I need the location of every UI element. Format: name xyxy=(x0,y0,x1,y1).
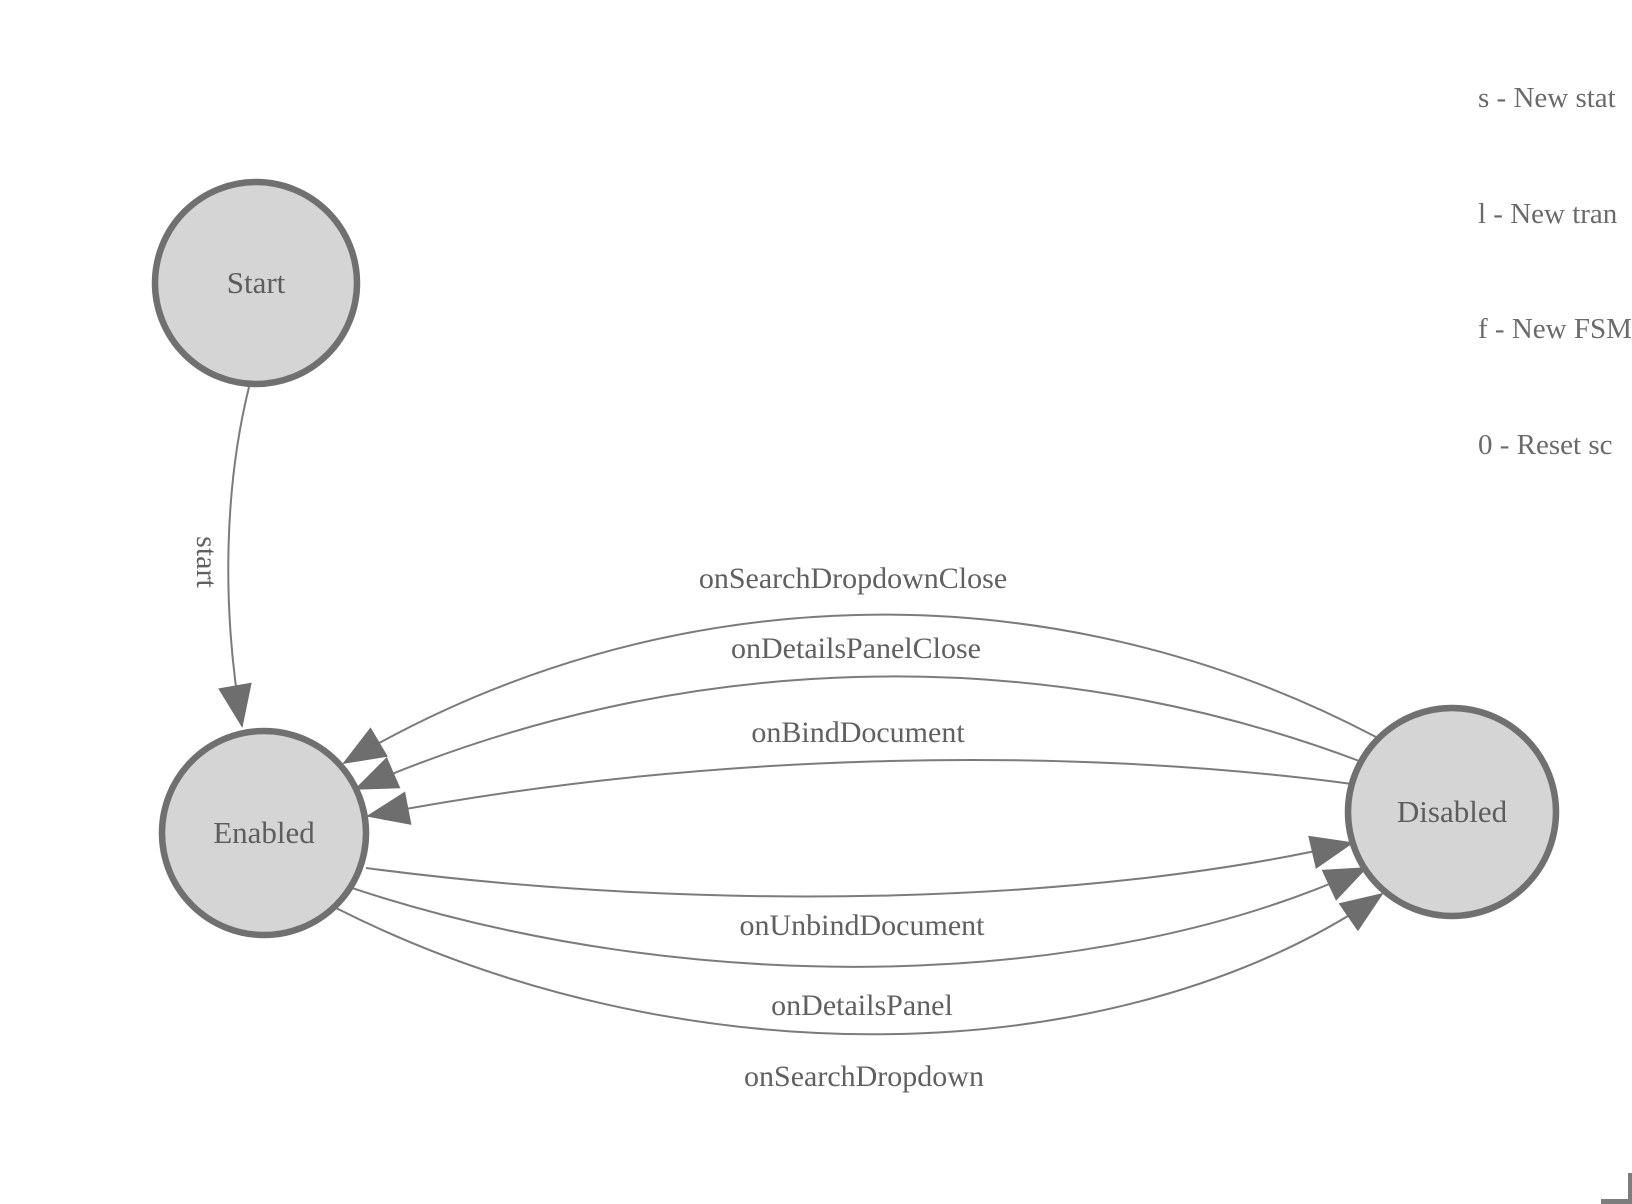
legend-line-new-state: s - New stat xyxy=(1478,82,1616,114)
legend-line-new-transition: l - New tran xyxy=(1478,197,1618,230)
edge-label-on-search-dropdown[interactable]: onSearchDropdown xyxy=(744,1060,984,1093)
edge-label-on-details-panel[interactable]: onDetailsPanel xyxy=(771,989,953,1022)
state-label-enabled: Enabled xyxy=(213,815,315,850)
legend-line-reset: 0 - Reset sc xyxy=(1478,428,1613,461)
edge-on-unbind-document[interactable] xyxy=(365,835,1354,898)
state-label-start: Start xyxy=(227,265,286,300)
edge-label-on-details-panel-close[interactable]: onDetailsPanelClose xyxy=(731,632,981,665)
edge-label-start[interactable]: start xyxy=(190,536,223,588)
edge-on-search-dropdown-close[interactable] xyxy=(342,613,1377,765)
state-node-disabled[interactable] xyxy=(1344,704,1560,920)
hotkey-legend: s - New stat l - New tran f - New FSM 0 … xyxy=(1478,2,1632,503)
edge-on-search-dropdown[interactable] xyxy=(335,892,1384,1036)
edge-label-on-bind-document[interactable]: onBindDocument xyxy=(751,716,965,749)
legend-line-new-fsm: f - New FSM xyxy=(1478,313,1632,345)
state-node-start[interactable] xyxy=(151,178,361,388)
edge-on-details-panel[interactable] xyxy=(351,867,1368,968)
edge-start[interactable] xyxy=(218,386,252,728)
edge-label-on-search-dropdown-close[interactable]: onSearchDropdownClose xyxy=(699,562,1007,595)
clipped-corner-mark xyxy=(1601,1173,1632,1204)
edge-on-details-panel-close[interactable] xyxy=(354,675,1363,790)
edge-on-bind-document[interactable] xyxy=(366,758,1353,825)
state-label-disabled: Disabled xyxy=(1397,794,1508,829)
state-node-enabled[interactable] xyxy=(158,727,370,939)
edge-label-on-unbind-document[interactable]: onUnbindDocument xyxy=(740,909,986,942)
